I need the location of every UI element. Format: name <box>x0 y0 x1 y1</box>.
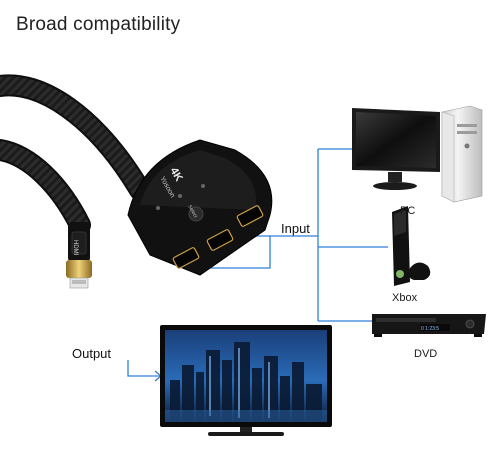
dvd-display-text: 0 1:23:5 <box>421 326 439 332</box>
tv <box>160 325 332 436</box>
page-title: Broad compatibility <box>16 14 181 35</box>
hdmi-switch-body <box>127 139 273 276</box>
pc-tower <box>441 105 483 203</box>
pc-label: PC <box>400 205 416 217</box>
xbox-label: Xbox <box>392 292 418 304</box>
pc-monitor <box>352 108 440 190</box>
input-label: Input <box>281 221 310 236</box>
output-link-line <box>127 360 160 377</box>
braided-cable <box>0 74 151 236</box>
xbox-console <box>392 206 431 286</box>
hdmi-plug <box>66 222 92 289</box>
connector-lines <box>127 148 388 382</box>
output-label: Output <box>72 346 112 361</box>
hdmi-plug-text: HDMI <box>72 240 78 256</box>
dvd-label: DVD <box>414 348 438 360</box>
dvd-player <box>372 314 486 337</box>
input-bracket-line <box>200 235 318 269</box>
